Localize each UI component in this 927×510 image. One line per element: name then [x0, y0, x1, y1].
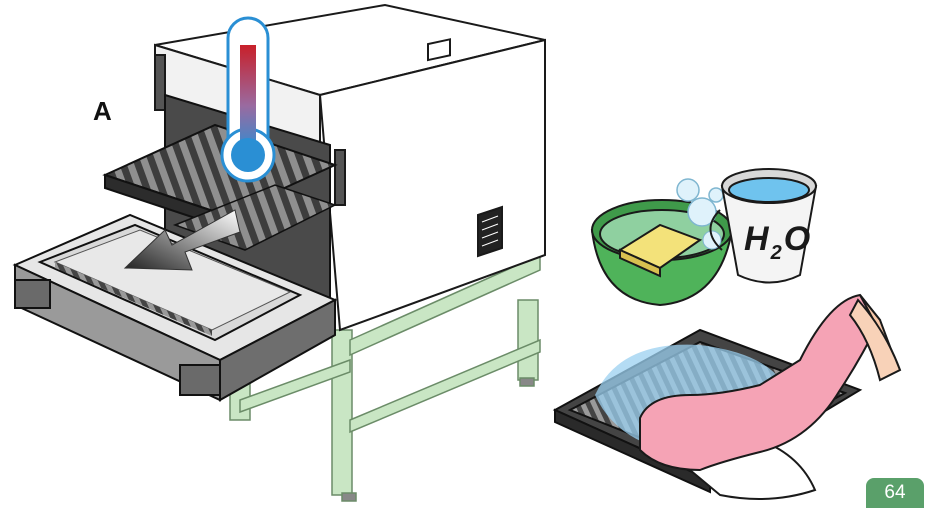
- water-formula-label: H2O: [744, 220, 811, 259]
- gloved-hand-with-cloth: [640, 295, 900, 499]
- soap-bowl: [592, 179, 732, 305]
- page-number-badge: 64: [866, 478, 924, 508]
- thermometer-icon: [222, 18, 274, 181]
- water-formula-tail: O: [784, 220, 811, 258]
- water-formula-subscript: 2: [771, 242, 783, 264]
- water-formula-main: H: [744, 220, 770, 258]
- part-label-a: A: [93, 96, 112, 127]
